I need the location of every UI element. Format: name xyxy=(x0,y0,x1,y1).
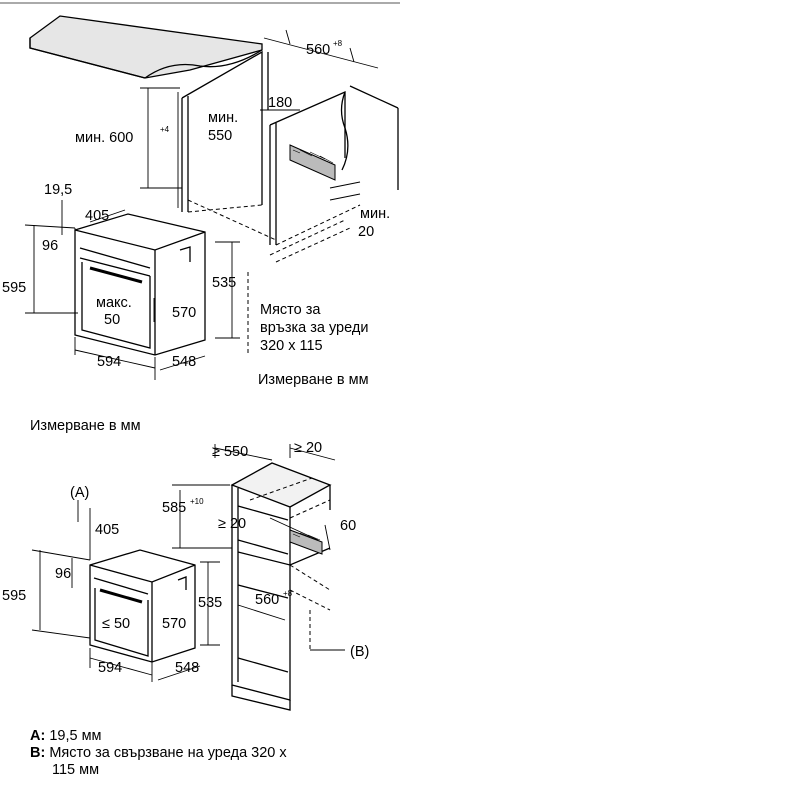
dim-594: 594 xyxy=(97,354,121,370)
bottom-unit-label: Измерване в мм xyxy=(30,418,141,434)
tall-cabinet-drawing: Измерване в мм xyxy=(2,418,369,711)
dim-19-5: 19,5 xyxy=(44,182,72,198)
under-counter-installation-diagram: 560 +8 180 мин. 600 +4 мин. 550 19,5 405… xyxy=(0,0,400,400)
dim-560: 560 xyxy=(255,592,279,608)
connection-note-line-1: Място за xyxy=(260,302,321,318)
dimension-labels: ≥ 550 ≥ 20 (A) 405 585 +10 ≥ 20 60 96 59… xyxy=(2,440,369,676)
dimension-lines xyxy=(24,29,379,380)
connection-note-line-3: 320 x 115 xyxy=(260,338,323,354)
floor-dashed-lines xyxy=(187,199,361,355)
dim-585-tolerance: +10 xyxy=(190,497,204,506)
label-a: (A) xyxy=(70,485,89,501)
dim-ge-20-mid: ≥ 20 xyxy=(218,516,246,532)
dim-585: 585 xyxy=(162,500,186,516)
dim-min-600-tolerance: +4 xyxy=(160,125,170,134)
dim-560: 560 xyxy=(306,42,330,58)
connection-box xyxy=(289,529,323,555)
worktop xyxy=(29,15,263,79)
dim-560-tolerance: +8 xyxy=(333,39,343,48)
top-unit-label: Измерване в мм xyxy=(258,372,369,388)
dimension-lines xyxy=(31,444,345,682)
legend-a: A: 19,5 мм xyxy=(30,728,102,745)
tall-cabinet-installation-diagram: Измерване в мм xyxy=(0,400,400,800)
connection-note: Място за връзка за уреди 320 x 115 xyxy=(260,302,368,354)
legend-b-key: B: xyxy=(30,745,46,761)
legend-a-key: A: xyxy=(30,728,46,744)
dim-535: 535 xyxy=(198,595,222,611)
dim-min-550-label: мин. xyxy=(208,110,238,126)
tall-cabinet-dashed-lines xyxy=(249,477,345,651)
dim-180: 180 xyxy=(268,95,292,111)
tall-cabinet xyxy=(230,462,332,711)
dim-594: 594 xyxy=(98,660,122,676)
dim-535: 535 xyxy=(212,275,236,291)
dim-96: 96 xyxy=(55,566,71,582)
cabinet-side-walls xyxy=(181,50,399,245)
dim-96: 96 xyxy=(42,238,58,254)
dim-405: 405 xyxy=(85,208,109,224)
dim-60: 60 xyxy=(340,518,356,534)
legend-b-text: Място за свързване на уреда 320 х xyxy=(49,745,287,761)
dim-min-600: мин. 600 xyxy=(75,130,133,146)
dim-min-20-value: 20 xyxy=(358,224,374,240)
oven-body xyxy=(89,549,196,663)
dimension-labels: 560 +8 180 мин. 600 +4 мин. 550 19,5 405… xyxy=(2,39,390,370)
legend-b-text-continued: 115 мм xyxy=(52,762,100,778)
dim-548: 548 xyxy=(172,354,196,370)
dim-570: 570 xyxy=(172,305,196,321)
under-counter-drawing: 560 +8 180 мин. 600 +4 мин. 550 19,5 405… xyxy=(0,2,400,388)
dim-ge-550: ≥ 550 xyxy=(212,444,248,460)
connection-note-line-2: връзка за уреди xyxy=(260,320,368,336)
dim-max-50-label: макс. xyxy=(96,295,132,311)
legend-b-continued: 115 мм xyxy=(52,762,99,779)
dim-570: 570 xyxy=(162,616,186,632)
legend-a-text: 19,5 мм xyxy=(49,728,102,744)
label-b: (B) xyxy=(350,644,369,660)
dim-min-550-value: 550 xyxy=(208,128,232,144)
dim-le-50: ≤ 50 xyxy=(102,616,130,632)
dim-595: 595 xyxy=(2,280,26,296)
dim-max-50-value: 50 xyxy=(104,312,120,328)
dim-595: 595 xyxy=(2,588,26,604)
dim-548: 548 xyxy=(175,660,199,676)
oven-body xyxy=(74,213,206,356)
dim-405: 405 xyxy=(95,522,119,538)
dim-560-tolerance: +8 xyxy=(283,589,293,598)
legend-b: B: Място за свързване на уреда 320 х xyxy=(30,745,287,762)
dim-ge-20-top: ≥ 20 xyxy=(294,440,322,456)
connection-box xyxy=(289,144,336,181)
dim-min-20-label: мин. xyxy=(360,206,390,222)
